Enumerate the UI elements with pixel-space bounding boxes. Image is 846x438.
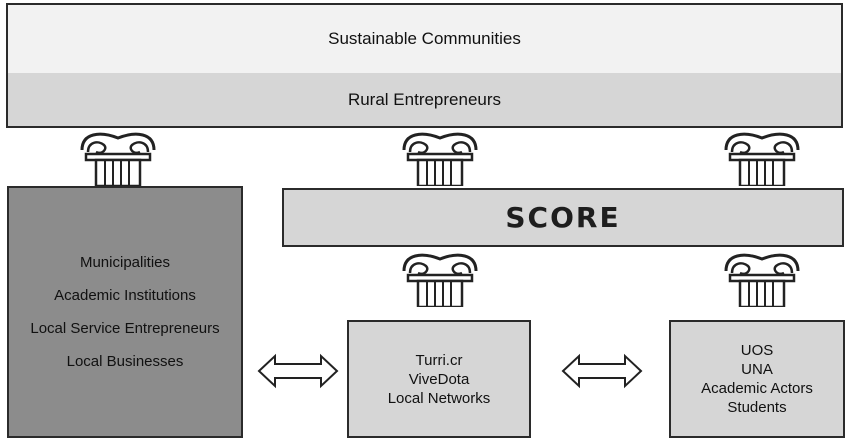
sustainable-communities-label: Sustainable Communities [328, 29, 521, 48]
pillar-icon [724, 132, 800, 186]
double-arrow-icon [258, 355, 338, 387]
platform-item: Turri.cr [415, 351, 463, 369]
stakeholder-item: Academic Institutions [54, 287, 196, 304]
rural-entrepreneurs-label: Rural Entrepreneurs [8, 73, 841, 126]
academic-item: Students [727, 399, 787, 416]
pillar-icon [80, 132, 156, 186]
academic-item: Academic Actors [701, 380, 813, 397]
academic-box: UOS UNA Academic Actors Students [669, 320, 845, 438]
stakeholder-item: Local Businesses [66, 353, 184, 370]
pillar-icon [402, 132, 478, 186]
top-band: Sustainable Communities Rural Entreprene… [6, 3, 843, 128]
stakeholder-item: Local Service Entrepreneurs [30, 320, 220, 337]
platform-item: Local Networks [387, 389, 491, 407]
score-bar: SCORE [282, 188, 844, 247]
pillar-icon [402, 253, 478, 307]
stakeholder-item: Municipalities [79, 254, 171, 271]
academic-item: UNA [741, 361, 773, 378]
platform-item: ViveDota [408, 370, 470, 388]
platforms-box: Turri.cr ViveDota Local Networks [347, 320, 531, 438]
stakeholders-box: Municipalities Academic Institutions Loc… [7, 186, 243, 438]
pillar-icon [724, 253, 800, 307]
academic-item: UOS [740, 342, 774, 359]
double-arrow-icon [562, 355, 642, 387]
score-logo: SCORE [505, 201, 621, 234]
